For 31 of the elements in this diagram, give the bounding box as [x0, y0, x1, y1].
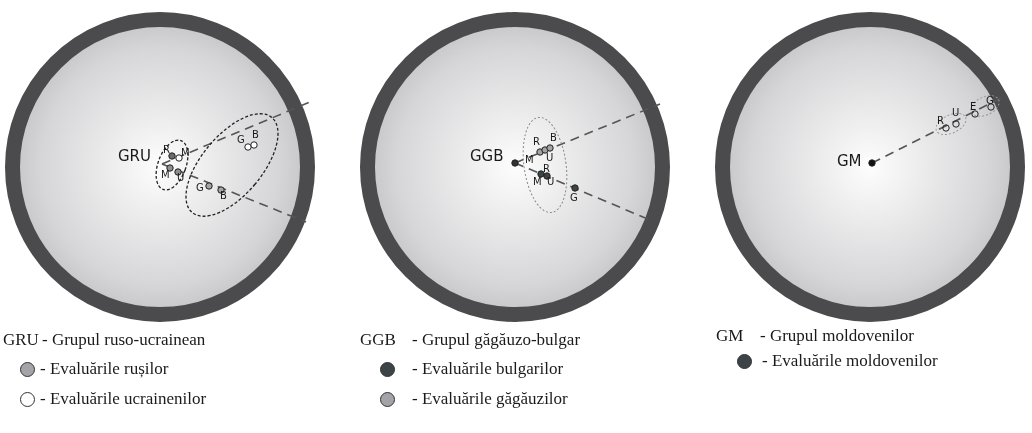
point-label: G	[196, 183, 204, 193]
point-label: GM	[837, 154, 862, 169]
point-label: R	[163, 145, 170, 155]
legend-text: GM	[716, 327, 744, 344]
point-label: M	[533, 177, 542, 187]
legend-text: - Evaluările găgăuzilor	[412, 390, 568, 407]
point-label: GRU	[118, 149, 152, 164]
legend-text: - Evaluările moldovenilor	[762, 352, 938, 369]
point-label: U	[177, 173, 185, 183]
point-label: R	[937, 116, 944, 126]
point-label: B	[220, 191, 227, 201]
point-label: B	[550, 133, 557, 143]
point-label: G	[570, 193, 578, 203]
point-label: M	[525, 155, 534, 165]
point-label: GGB	[470, 149, 504, 164]
point-label: M	[161, 170, 170, 180]
point-label: R	[533, 137, 540, 147]
point-label: G	[986, 96, 994, 106]
legend-text: GGB	[360, 331, 396, 348]
legend-text: - Evaluările rușilor	[40, 360, 169, 377]
point-label: G	[237, 135, 245, 145]
legend-text: - Evaluările ucrainenilor	[40, 390, 207, 407]
point-label: U	[546, 153, 554, 163]
point-label: U	[547, 177, 555, 187]
point-label: M	[181, 148, 190, 158]
point-label: R	[543, 164, 550, 174]
legend-text: - Evaluările bulgarilor	[412, 360, 564, 377]
point-label: B	[252, 130, 259, 140]
point-label: U	[952, 108, 960, 118]
point-label: E	[970, 102, 977, 112]
legend-text: GRU	[3, 331, 39, 348]
